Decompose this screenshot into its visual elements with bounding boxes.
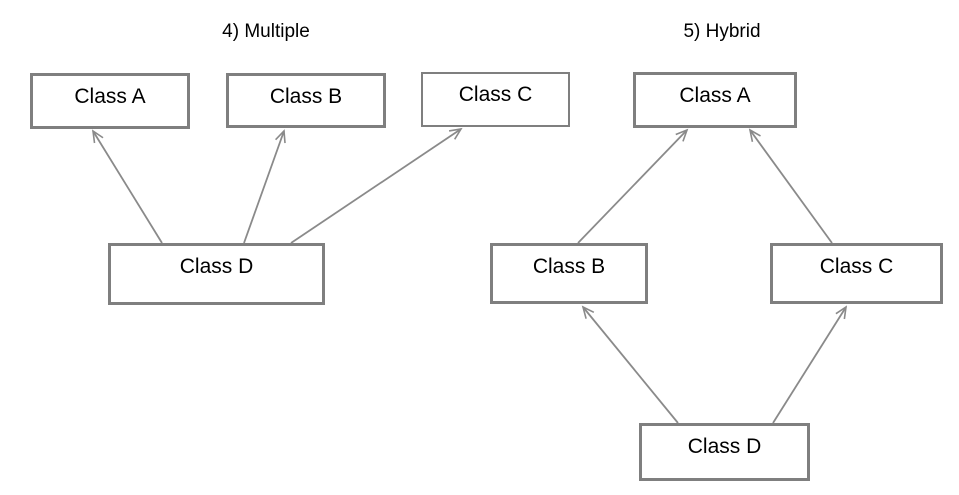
inheritance-arrow-multiple-d-to-c [290,127,463,244]
class-box-multiple-d: Class D [108,243,325,305]
inheritance-arrow-multiple-d-to-a [91,129,163,244]
diagram-title-hybrid: 5) Hybrid [683,21,761,42]
class-box-label: Class A [679,84,751,107]
class-box-hybrid-c: Class C [770,243,943,304]
class-box-label: Class C [819,255,894,278]
class-box-hybrid-b: Class B [490,243,648,304]
class-box-label: Class B [269,85,343,108]
class-box-label: Class D [687,435,762,458]
class-box-multiple-c: Class C [421,72,570,127]
class-box-multiple-b: Class B [226,73,386,128]
class-box-label: Class B [532,255,606,278]
class-box-label: Class C [458,83,533,106]
diagram-title-multiple: 4) Multiple [222,21,310,42]
inheritance-arrow-hybrid-c-to-a [748,128,833,244]
inheritance-arrow-hybrid-b-to-a [577,128,689,244]
class-box-multiple-a: Class A [30,73,190,129]
inheritance-arrow-hybrid-d-to-c [772,305,848,424]
class-box-hybrid-a: Class A [633,72,797,128]
class-box-hybrid-d: Class D [639,423,810,481]
class-box-label: Class D [179,255,254,278]
inheritance-arrow-hybrid-d-to-b [581,305,679,424]
inheritance-arrow-multiple-d-to-b [243,129,286,244]
class-box-label: Class A [74,85,146,108]
